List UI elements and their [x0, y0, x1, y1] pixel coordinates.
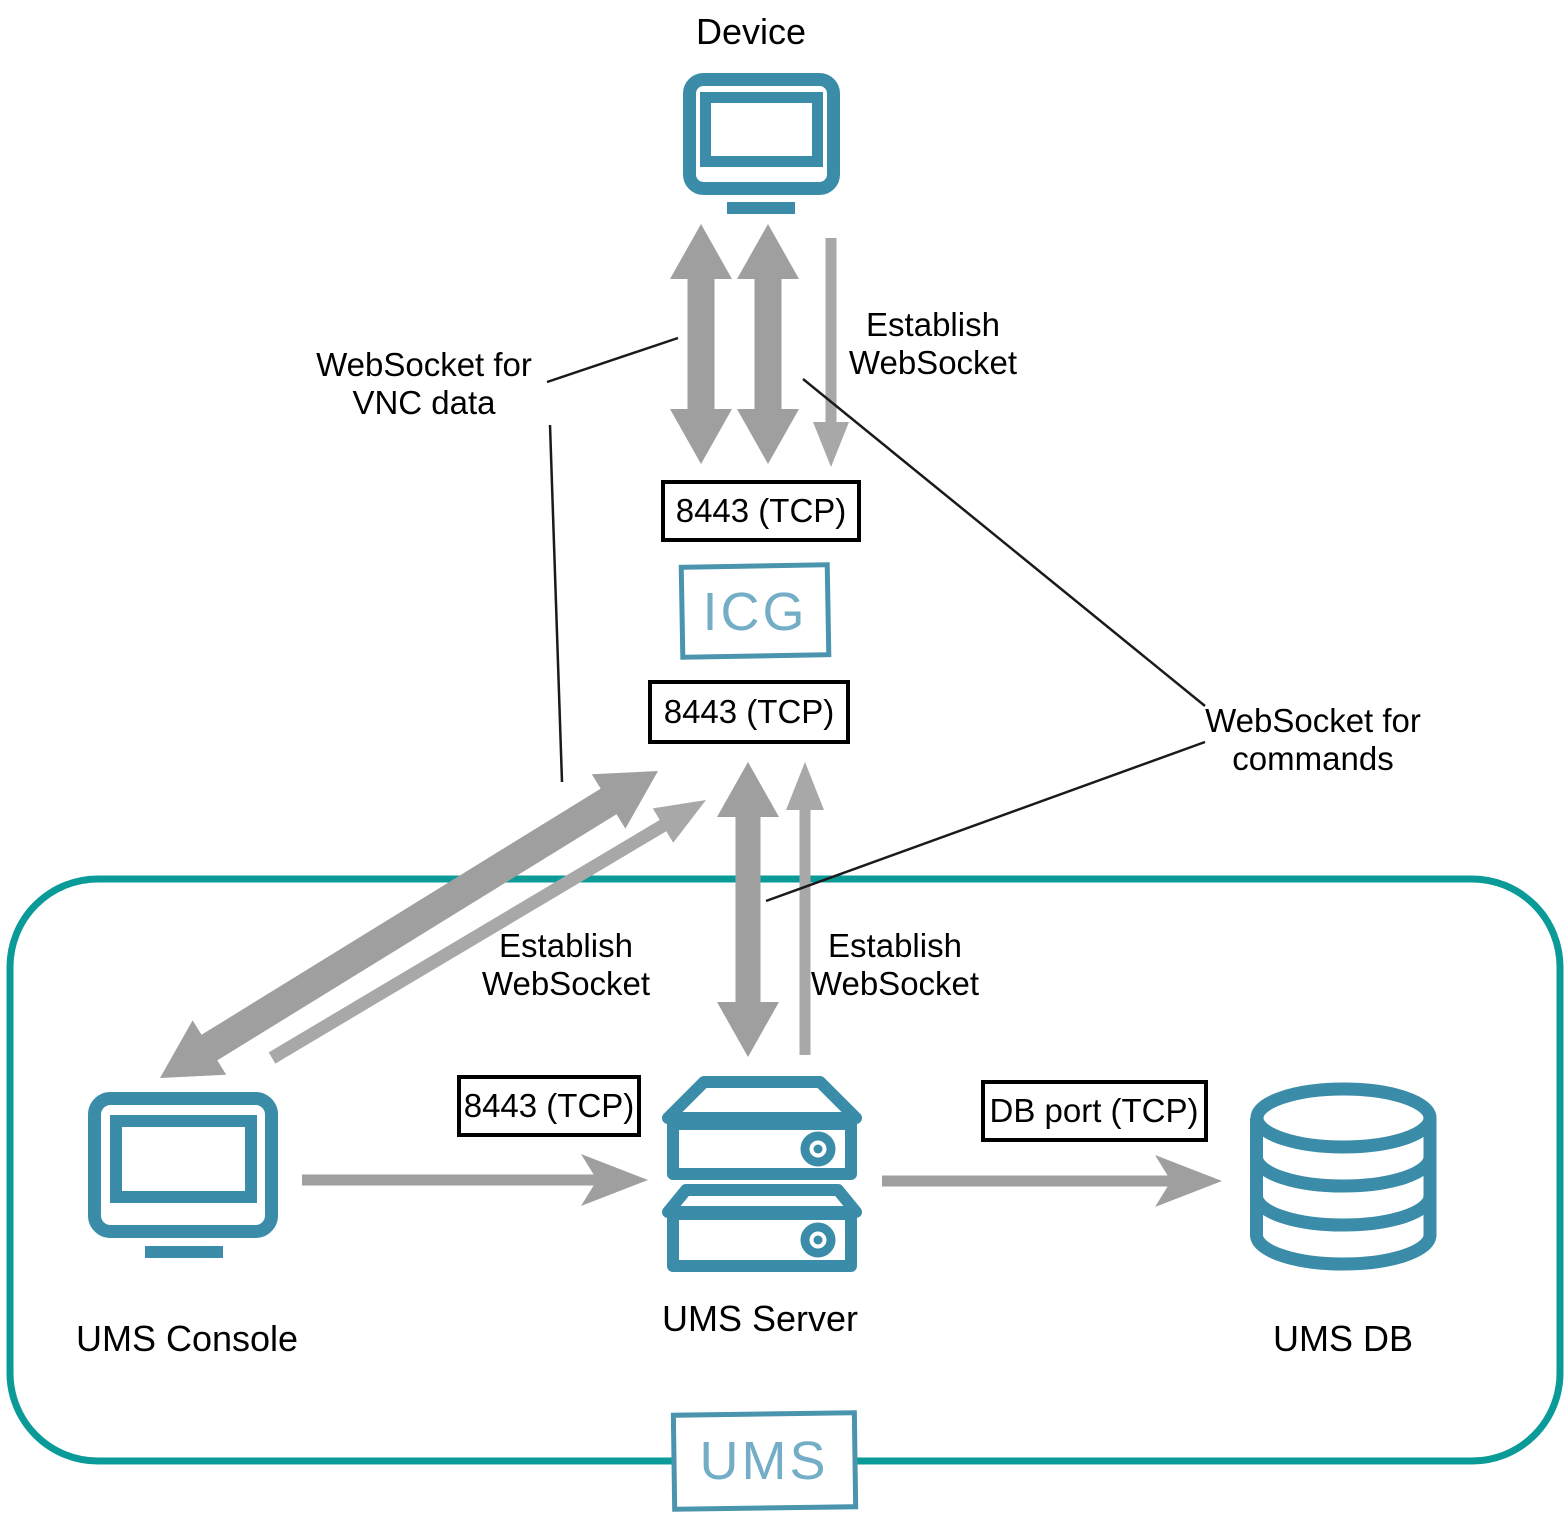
port-label-icg-server: 8443 (TCP) — [664, 693, 835, 730]
arrow-console-server-head — [581, 1154, 648, 1206]
annotation-establish-device-line1: Establish — [866, 306, 1000, 343]
ums-console-label: UMS Console — [76, 1318, 298, 1359]
port-box-console-server — [457, 1075, 641, 1137]
arrow-server-db-shaft — [882, 1175, 1172, 1187]
annotation-websocket-commands-line1: WebSocket for — [1205, 702, 1421, 739]
arrow-console-establish-websocket — [268, 800, 706, 1064]
annotation-establish-device-line2: WebSocket — [849, 344, 1017, 381]
annotation-establish-server-line2: WebSocket — [811, 965, 979, 1002]
callout-vnc-to-console-arrows — [548, 424, 564, 783]
annotation-establish-server-line1: Establish — [828, 927, 962, 964]
annotation-websocket-commands-line2: commands — [1232, 740, 1393, 777]
arrow-device-icg-vnc-2 — [737, 224, 799, 464]
device-label: Device — [696, 11, 806, 52]
port-box-device-icg — [661, 480, 861, 542]
port-label-device-icg: 8443 (TCP) — [676, 492, 847, 529]
callout-commands-to-server-arrow — [765, 740, 1206, 903]
ums-db-label: UMS DB — [1273, 1318, 1413, 1359]
annotation-establish-console-line2: WebSocket — [482, 965, 650, 1002]
callout-commands-to-device-arrow — [802, 378, 1206, 707]
ums-server-icon — [662, 1076, 862, 1272]
port-label-server-db: DB port (TCP) — [989, 1092, 1198, 1129]
port-box-server-db — [981, 1080, 1208, 1142]
annotation-websocket-vnc-line1: WebSocket for — [316, 346, 532, 383]
ums-box — [670, 1410, 859, 1512]
ums-region-label: UMS — [700, 1431, 829, 1491]
arrow-device-establish-websocket — [813, 238, 849, 467]
console-monitor-stand — [145, 1246, 223, 1258]
icg-box — [678, 562, 832, 660]
arrow-console-icg-vnc — [160, 771, 658, 1078]
annotation-websocket-vnc-line2: VNC data — [352, 384, 496, 421]
ums-db-icon — [1250, 1082, 1437, 1271]
annotation-establish-console-line1: Establish — [499, 927, 633, 964]
arrow-server-establish-websocket — [786, 762, 824, 1055]
arrow-console-server-shaft — [302, 1174, 598, 1186]
device-icon — [683, 73, 840, 214]
callout-vnc-to-device-arrows — [546, 336, 679, 384]
arrow-device-icg-vnc-1 — [670, 224, 732, 464]
device-monitor-stand — [727, 202, 795, 214]
port-label-console-server: 8443 (TCP) — [464, 1087, 635, 1124]
ums-console-icon — [88, 1092, 278, 1258]
arrow-icg-server-commands — [717, 762, 779, 1057]
arrow-server-db-head — [1155, 1155, 1222, 1207]
port-box-icg-server — [648, 680, 850, 744]
ums-server-label: UMS Server — [662, 1298, 858, 1339]
icg-label: ICG — [702, 582, 807, 642]
